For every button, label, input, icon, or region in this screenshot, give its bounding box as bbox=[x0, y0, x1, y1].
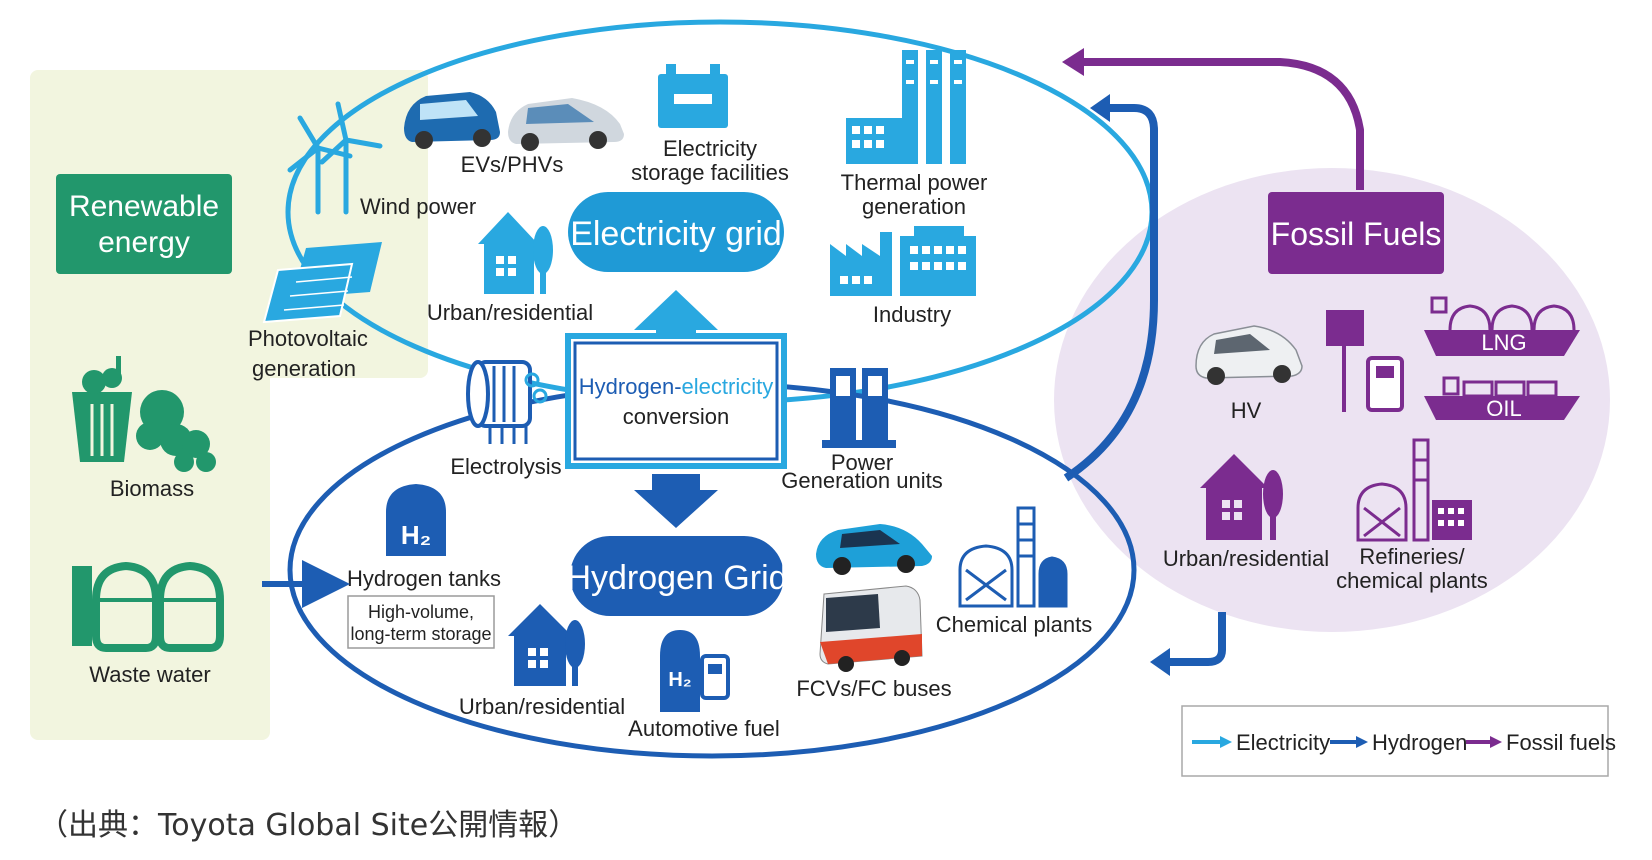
biomass-label: Biomass bbox=[110, 476, 194, 501]
storage-label-line1: Electricity bbox=[663, 136, 757, 161]
conversion-title-part1: Hydrogen- bbox=[579, 374, 682, 399]
chemical-label: Chemical plants bbox=[936, 612, 1093, 637]
pv-label-line2: generation bbox=[252, 356, 356, 381]
fcv-label: FCVs/FC buses bbox=[796, 676, 951, 701]
thermal-plant-icon bbox=[846, 50, 966, 164]
tanks-label: Hydrogen tanks bbox=[347, 566, 501, 591]
storage-label-line2: storage facilities bbox=[631, 160, 789, 185]
pv-label-line1: Photovoltaic bbox=[248, 326, 368, 351]
power-unit-icon bbox=[822, 368, 896, 448]
elec-urban-label: Urban/residential bbox=[427, 300, 593, 325]
evs-label: EVs/PHVs bbox=[461, 152, 564, 177]
source-caption: （出典：Toyota Global Site公開情報） bbox=[38, 808, 579, 843]
conversion-title-part2: electricity bbox=[682, 374, 774, 399]
fossil-to-electricity-arrow bbox=[1082, 58, 1364, 190]
refinery-icon bbox=[1356, 438, 1472, 542]
lng-label: LNG bbox=[1481, 330, 1526, 355]
renewable-title-box bbox=[56, 174, 232, 274]
lng-ship-icon: LNG bbox=[1424, 296, 1580, 356]
hydrogen-tank-icon: H₂ bbox=[386, 484, 446, 556]
arrow-down-to-hydrogen bbox=[634, 474, 718, 528]
svg-text:Hydrogen-electricity: Hydrogen-electricity bbox=[579, 374, 773, 399]
fuel-symbol: H₂ bbox=[668, 669, 691, 691]
conversion-title-line2: conversion bbox=[623, 404, 729, 429]
factory-icon bbox=[830, 226, 976, 296]
tank-symbol: H₂ bbox=[401, 520, 431, 550]
gas-pump-icon bbox=[1326, 310, 1404, 412]
hydrogen-to-electricity-arrow bbox=[1063, 104, 1158, 482]
wind-label: Wind power bbox=[360, 194, 476, 219]
solar-panel-icon bbox=[262, 242, 382, 324]
power-label-line2: Generation units bbox=[781, 468, 942, 493]
hydrogen-grid-title: Hydrogen Grid bbox=[566, 559, 787, 597]
legend-electricity: Electricity bbox=[1236, 730, 1330, 755]
fcv-car-icon bbox=[816, 524, 932, 575]
tank-note-line1: High-volume, bbox=[368, 602, 474, 622]
fc-bus-icon bbox=[819, 585, 923, 672]
electrolysis-label: Electrolysis bbox=[450, 454, 561, 479]
battery-icon bbox=[658, 64, 728, 128]
electrolysis-icon bbox=[466, 360, 548, 444]
conversion-box bbox=[565, 333, 787, 469]
waste-water-tank-icon bbox=[72, 561, 224, 652]
tank-note-line2: long-term storage bbox=[350, 624, 491, 644]
legend: Electricity Hydrogen Fossil fuels bbox=[1181, 705, 1616, 777]
house-icon bbox=[1200, 454, 1283, 540]
legend-fossil: Fossil fuels bbox=[1506, 730, 1616, 755]
energy-flow-diagram: Renewable energy Wind power Photovoltaic… bbox=[30, 19, 1616, 777]
electricity-grid-title: Electricity grid bbox=[570, 215, 782, 253]
biomass-icon bbox=[72, 356, 216, 472]
electricity-grid-pill bbox=[568, 192, 784, 272]
tank-note-box bbox=[347, 595, 495, 649]
refineries-label-line2: chemical plants bbox=[1336, 568, 1488, 593]
thermal-label-line2: generation bbox=[862, 194, 966, 219]
hydrogen-grid-pill bbox=[570, 536, 784, 616]
chemical-plant-icon bbox=[958, 506, 1068, 608]
oil-label: OIL bbox=[1486, 396, 1521, 421]
legend-hydrogen: Hydrogen bbox=[1372, 730, 1467, 755]
renewable-title-line2: energy bbox=[98, 226, 190, 259]
fossil-urban-label: Urban/residential bbox=[1163, 546, 1329, 571]
hydrogen-urban-label: Urban/residential bbox=[459, 694, 625, 719]
wind-turbine-icon bbox=[287, 101, 383, 215]
automotive-label: Automotive fuel bbox=[628, 716, 780, 741]
ev-car-icon bbox=[404, 92, 624, 151]
oil-ship-icon: OIL bbox=[1424, 376, 1580, 421]
house-icon bbox=[478, 212, 553, 294]
fossil-title-box bbox=[1268, 192, 1444, 274]
hv-car-icon bbox=[1195, 325, 1303, 385]
fossil-title: Fossil Fuels bbox=[1271, 216, 1442, 252]
thermal-label-line1: Thermal power bbox=[841, 170, 988, 195]
industry-label: Industry bbox=[873, 302, 951, 327]
hv-label: HV bbox=[1231, 398, 1262, 423]
fuel-pump-icon: H₂ bbox=[660, 630, 730, 712]
fossil-to-hydrogen-arrow bbox=[1168, 612, 1226, 666]
arrow-up-to-electricity bbox=[634, 290, 718, 346]
waste-water-label: Waste water bbox=[89, 662, 210, 687]
power-label-line1: Power bbox=[831, 450, 893, 475]
renewable-title-line1: Renewable bbox=[69, 190, 219, 223]
house-icon bbox=[508, 604, 585, 686]
refineries-label-line1: Refineries/ bbox=[1359, 544, 1465, 569]
